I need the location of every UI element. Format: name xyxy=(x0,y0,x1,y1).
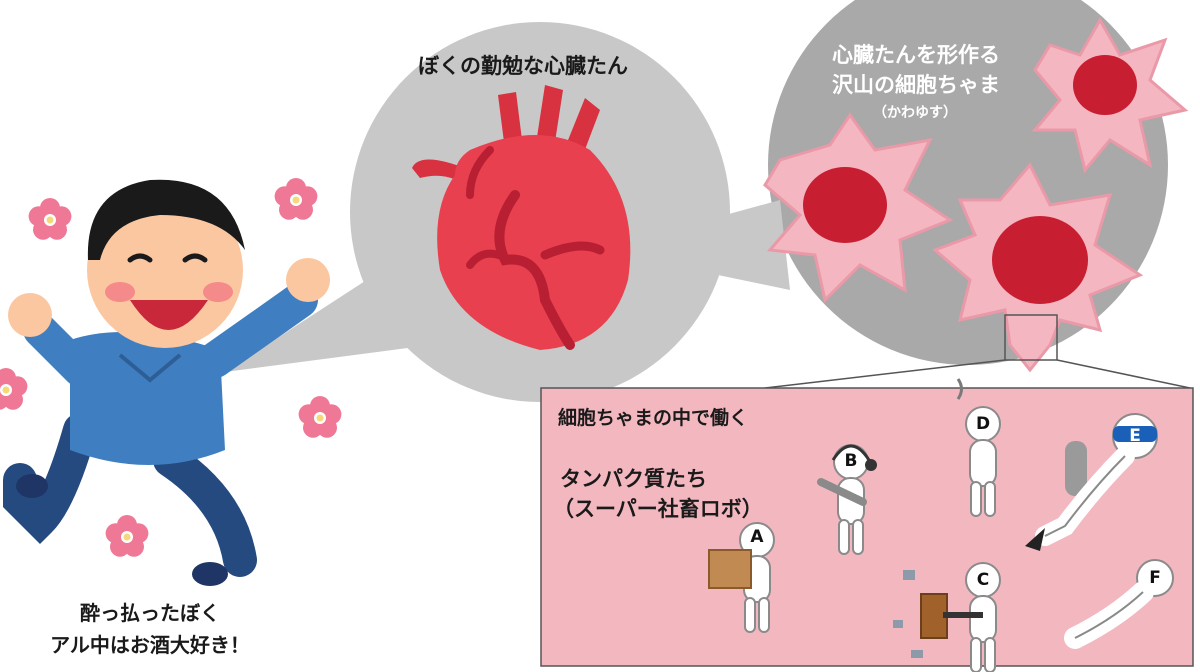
air-tank-icon xyxy=(1065,441,1087,496)
drunk-caption: 酔っ払ったぼく アル中はお酒大好き！ xyxy=(0,597,300,661)
worker-label-d: D xyxy=(975,414,991,434)
cells-title: 心臓たんを形作る 沢山の細胞ちゃま xyxy=(796,40,1036,100)
worker-robot-icon xyxy=(893,562,1001,672)
flower-icon xyxy=(298,396,342,438)
flower-icon xyxy=(0,368,28,410)
drunk-caption-line-1: 酔っ払ったぼく xyxy=(80,601,220,625)
cell-icon xyxy=(763,112,954,303)
zoom-line-right xyxy=(1056,359,1191,389)
flower-icon xyxy=(274,178,318,220)
worker-label-e: E xyxy=(1129,426,1141,446)
headset-icon xyxy=(865,459,877,471)
worker-robot-icon xyxy=(1025,413,1158,551)
zoom-box xyxy=(540,387,1194,667)
worker-robot-icon xyxy=(708,522,775,633)
cardboard-box-icon xyxy=(708,549,752,589)
zoom-box-subtitle-1: タンパク質たち xyxy=(560,467,707,491)
worker-label-a: A xyxy=(750,527,764,547)
cells-subtitle: （かわゆす） xyxy=(873,105,957,121)
cells-title-line-2: 沢山の細胞ちゃま xyxy=(832,73,1000,97)
cell-icon xyxy=(1031,16,1189,174)
cells-title-line-1: 心臓たんを形作る xyxy=(832,43,1000,67)
heart-organ-icon xyxy=(412,85,631,350)
worker-robot-icon xyxy=(817,444,877,555)
drunk-boy-figure xyxy=(3,179,330,586)
cell-icon xyxy=(932,162,1144,373)
worker-label-c: C xyxy=(976,570,990,590)
zoom-region xyxy=(1004,314,1058,361)
worker-robot-icon xyxy=(956,378,1001,517)
heart-label: ぼくの勤勉な心臓たん xyxy=(418,54,628,78)
flower-icon xyxy=(28,198,72,240)
worker-robot-icon xyxy=(1064,559,1174,649)
heart-to-cell-connector xyxy=(598,200,790,290)
zoom-line-left xyxy=(764,359,1006,389)
zoom-box-title: 細胞ちゃまの中で働く xyxy=(558,407,749,429)
worker-label-b: B xyxy=(844,451,858,471)
worker-label-f: F xyxy=(1149,568,1161,588)
drunk-caption-line-2: アル中はお酒大好き！ xyxy=(50,633,250,657)
smoke-icon xyxy=(956,378,963,400)
zoom-box-subtitle-2: （スーパー社畜ロボ） xyxy=(553,497,763,521)
flower-icon xyxy=(105,515,149,557)
diving-goggles-icon xyxy=(1113,426,1157,442)
